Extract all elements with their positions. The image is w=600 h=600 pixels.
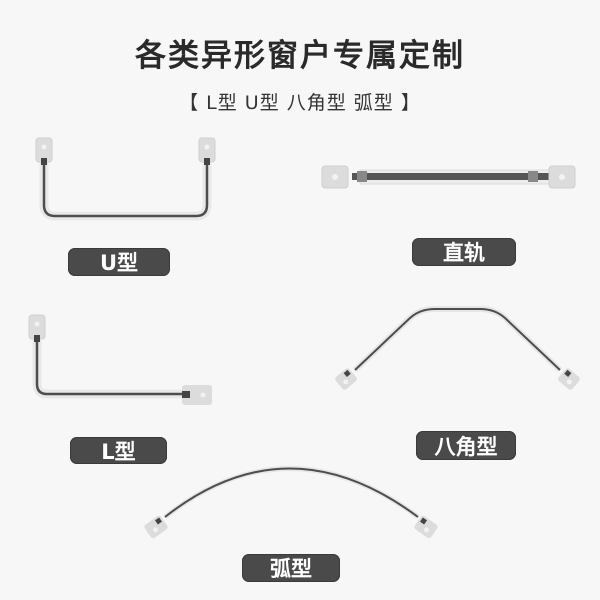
u-type-label: U型 <box>68 248 170 276</box>
straight-track-illustration <box>321 165 576 189</box>
octagonal-type-label: 八角型 <box>416 431 516 460</box>
arc-track-illustration <box>144 466 438 539</box>
l-type-label: L型 <box>70 437 167 464</box>
page-subtitle: 【 L型 U型 八角型 弧型 】 <box>179 92 421 114</box>
u-track-illustration <box>35 137 216 221</box>
octagonal-track-illustration <box>335 306 580 390</box>
straight-track-label: 直轨 <box>412 238 516 266</box>
arc-type-label: 弧型 <box>242 554 340 582</box>
l-track-illustration <box>28 314 212 405</box>
page-title: 各类异形窗户专属定制 <box>135 38 465 74</box>
